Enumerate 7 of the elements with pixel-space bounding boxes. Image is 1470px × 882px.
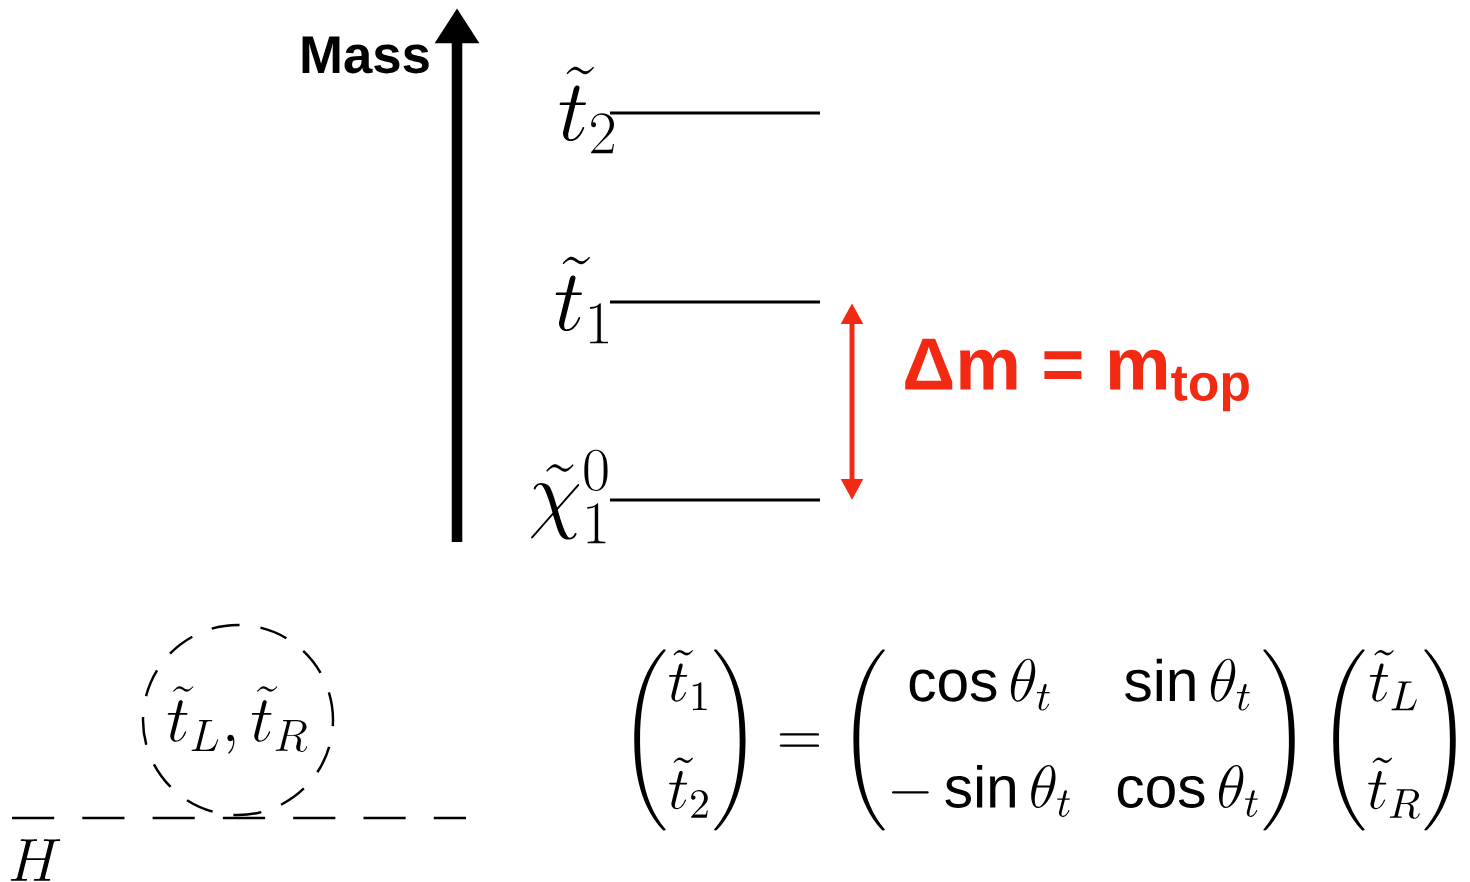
matrix-equation: $\begin{pmatrix}\tilde{t}_1\\[0.6em]\tilde{t}_2\end{pmatrix}=\begin{pmatrix}\cos\theta_t & \sin\theta_t\\[0.6em]-\sin\theta_t & \cos\theta_t\end{pmatrix}\begin{pmatrix}\tilde{t}_L\\[0.6em]\tilde{t}_R\end{pmatrix}$ bbox=[634, 649, 1456, 831]
axis-label: Mass bbox=[302, 36, 429, 74]
mass-gap-label: Δm = m$_{top}$ bbox=[905, 338, 1249, 412]
level-label: $\tilde{\chi}_1^0$ bbox=[531, 449, 608, 544]
higgs-label: $H$ bbox=[10, 839, 61, 881]
level-label: $\tilde{t}_1$ bbox=[555, 256, 608, 344]
level-label: $\tilde{t}_2$ bbox=[559, 66, 614, 154]
